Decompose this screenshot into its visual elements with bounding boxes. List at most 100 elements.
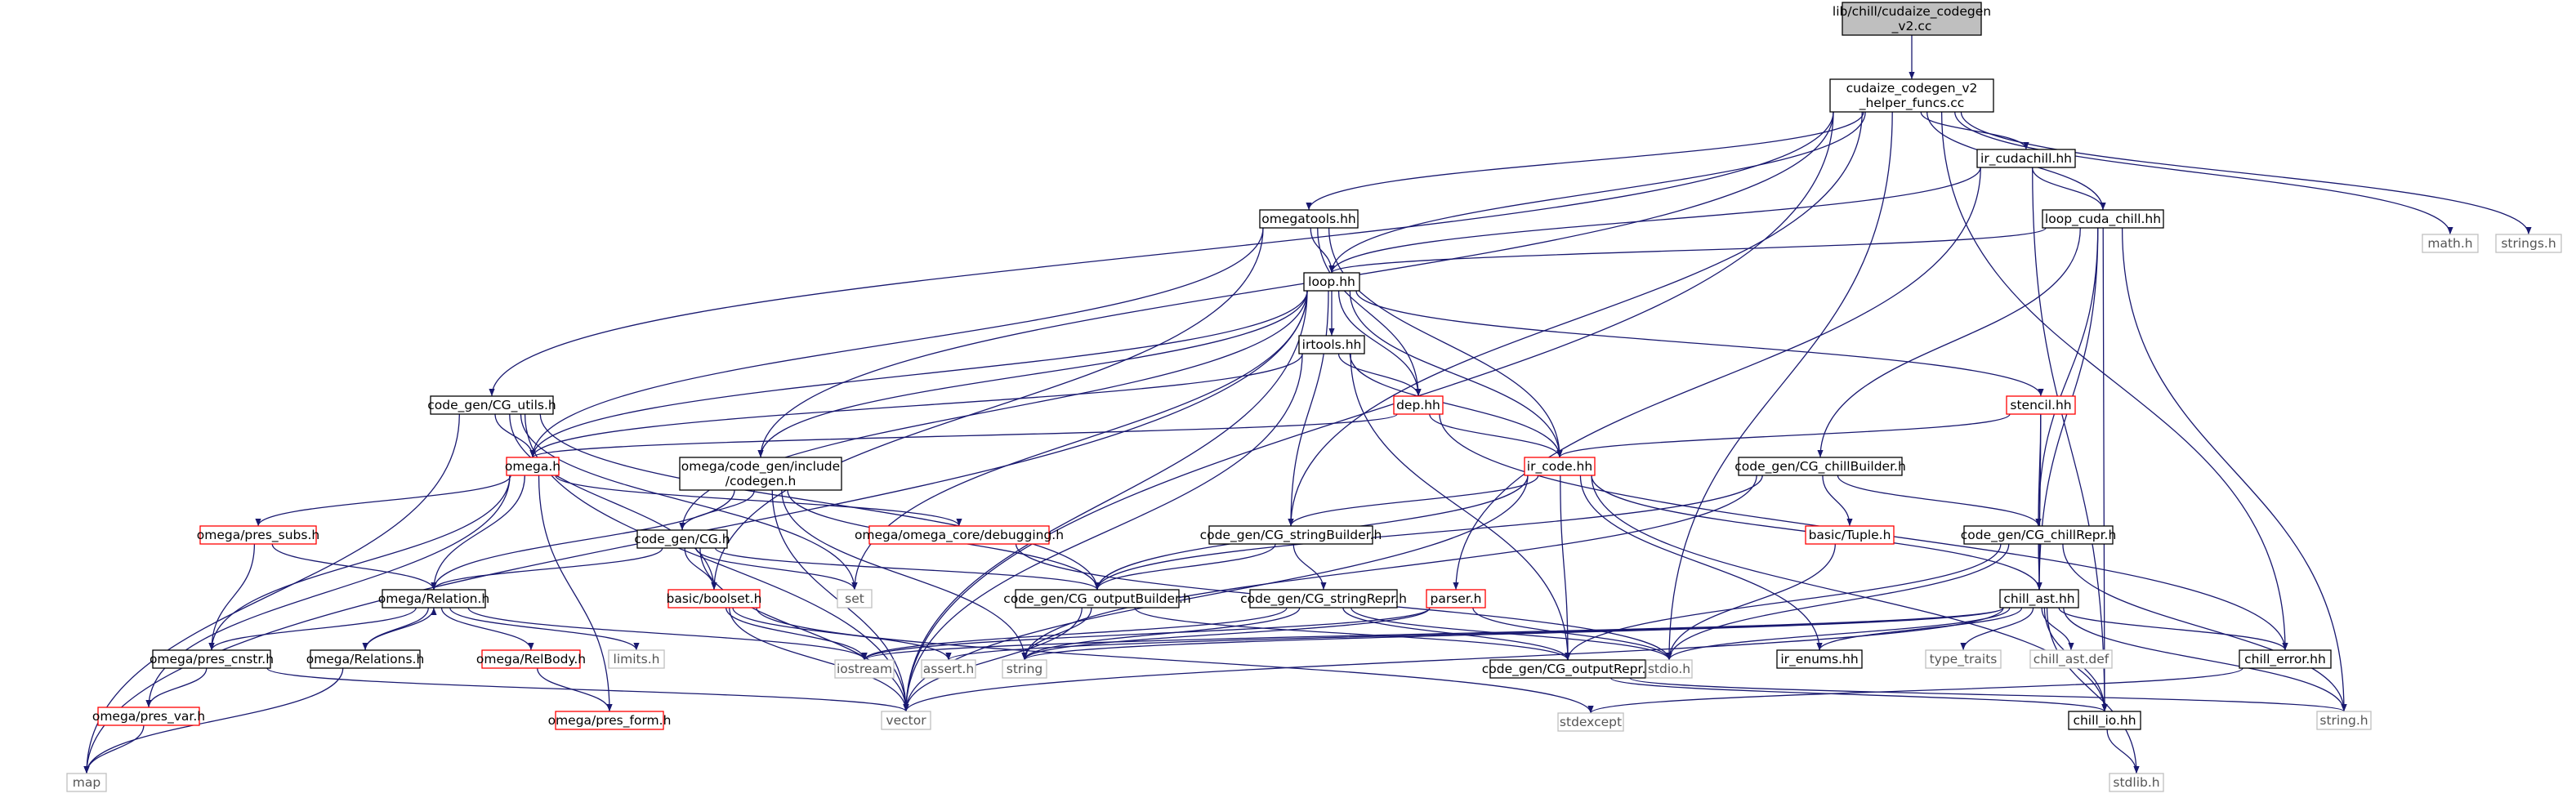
edge-cg_h-to-cg_outputbuilder bbox=[714, 547, 1100, 591]
edge-irtools-to-vector bbox=[903, 353, 1303, 712]
node-label-irtools: irtools.hh bbox=[1302, 337, 1362, 352]
edge-relation-to-pres_cnstr bbox=[208, 607, 417, 651]
node-stencil[interactable]: stencil.hh bbox=[2006, 395, 2076, 415]
edge-loop-to-cg_stringbuilder bbox=[1288, 290, 1329, 527]
node-cg_utils[interactable]: code_gen/CG_utils.h bbox=[427, 395, 556, 415]
edge-cg_outputbuilder-to-string bbox=[1021, 607, 1092, 661]
node-cg_chillbuilder[interactable]: code_gen/CG_chillBuilder.h bbox=[1734, 457, 1906, 476]
node-loop_cuda[interactable]: loop_cuda_chill.hh bbox=[2042, 209, 2164, 229]
node-box-cg_stringrepr bbox=[1249, 589, 1398, 609]
edge-loop-to-dep bbox=[1337, 290, 1422, 397]
edge-cg_outputrepr-to-string_h bbox=[1629, 677, 2347, 712]
node-omega[interactable]: omega.h bbox=[505, 457, 560, 476]
node-label-omegatools: omegatools.hh bbox=[1261, 212, 1355, 226]
node-ir_code[interactable]: ir_code.hh bbox=[1524, 457, 1596, 476]
edge-cg_h-to-set bbox=[695, 547, 858, 591]
edge-cg_outputbuilder-to-vector bbox=[903, 607, 1083, 712]
node-cg_outputrepr[interactable]: code_gen/CG_outputRepr.h bbox=[1482, 659, 1654, 679]
node-label-string_h: string.h bbox=[2319, 713, 2368, 728]
node-helper[interactable]: cudaize_codegen_v2_helper_funcs.cc bbox=[1829, 78, 1994, 113]
node-box-chill_error bbox=[2239, 649, 2332, 669]
node-irtools[interactable]: irtools.hh bbox=[1298, 335, 1365, 354]
edge-omega-to-debugging bbox=[555, 475, 962, 527]
node-label-codegen-line2: /codegen.h bbox=[725, 474, 797, 488]
node-box-irtools bbox=[1298, 335, 1365, 354]
edge-cg_h-to-boolset bbox=[684, 547, 717, 591]
node-string: string bbox=[1002, 659, 1047, 679]
edge-relations-to-map bbox=[83, 667, 344, 774]
node-cg_stringrepr[interactable]: code_gen/CG_stringRepr.h bbox=[1240, 589, 1407, 609]
node-chill_ast[interactable]: chill_ast.hh bbox=[1999, 589, 2079, 609]
node-relation[interactable]: omega/Relation.h bbox=[378, 589, 490, 609]
edge-omegatools-to-omega bbox=[529, 227, 1264, 458]
node-relations[interactable]: omega/Relations.h bbox=[306, 649, 425, 669]
node-label-chill_error: chill_error.hh bbox=[2244, 652, 2326, 667]
edge-cg_stringrepr-to-iostream bbox=[861, 607, 1288, 661]
node-codegen[interactable]: omega/code_gen/include/codegen.h bbox=[679, 457, 842, 491]
node-label-helper-line2: _helper_funcs.cc bbox=[1859, 96, 1965, 111]
edge-helper-to-cg_stringbuilder bbox=[1288, 111, 1863, 527]
node-box-root bbox=[1842, 2, 1982, 36]
edge-cg_h-to-relation bbox=[431, 547, 663, 591]
node-limits: limits.h bbox=[608, 649, 665, 669]
edge-omegatools-to-boolset bbox=[711, 227, 1264, 591]
edge-stencil-to-chill_ast bbox=[2036, 413, 2042, 591]
node-label-type_traits: type_traits bbox=[1930, 652, 1998, 667]
node-chill_ast_def: chill_ast.def bbox=[2029, 649, 2113, 669]
node-pres_var[interactable]: omega/pres_var.h bbox=[92, 707, 205, 726]
node-strings: strings.h bbox=[2495, 234, 2562, 253]
node-box-string_h bbox=[2316, 711, 2372, 730]
node-label-stdexcept: stdexcept bbox=[1560, 715, 1622, 729]
edge-chill_ast-to-ir_enums bbox=[1816, 607, 2023, 651]
node-debugging[interactable]: omega/omega_core/debugging.h bbox=[855, 525, 1064, 545]
node-box-string bbox=[1002, 659, 1047, 679]
node-string_h: string.h bbox=[2316, 711, 2372, 730]
node-box-stencil bbox=[2006, 395, 2076, 415]
node-box-relations bbox=[310, 649, 421, 669]
node-basic_tuple[interactable]: basic/Tuple.h bbox=[1805, 525, 1895, 545]
node-box-stdlib bbox=[2109, 773, 2164, 792]
edge-ir_cudachill-to-loop_cuda bbox=[2031, 167, 2106, 211]
node-box-cg_chillrepr bbox=[1963, 525, 2114, 545]
node-box-boolset bbox=[667, 589, 761, 609]
node-dep[interactable]: dep.hh bbox=[1393, 395, 1444, 415]
node-parser[interactable]: parser.h bbox=[1426, 589, 1486, 609]
node-cg_stringbuilder[interactable]: code_gen/CG_stringBuilder.h bbox=[1200, 525, 1382, 545]
edge-helper-to-omegatools bbox=[1306, 111, 1864, 211]
node-box-helper bbox=[1829, 78, 1994, 113]
node-chill_error[interactable]: chill_error.hh bbox=[2239, 649, 2332, 669]
node-cg_h[interactable]: code_gen/CG.h bbox=[634, 529, 730, 549]
edge-chill_ast-to-assert bbox=[945, 607, 2004, 661]
node-cg_outputbuilder[interactable]: code_gen/CG_outputBuilder.h bbox=[1003, 589, 1191, 609]
edge-cg_chillbuilder-to-basic_tuple bbox=[1822, 475, 1853, 527]
node-pres_cnstr[interactable]: omega/pres_cnstr.h bbox=[150, 649, 274, 669]
node-box-map bbox=[66, 773, 107, 792]
node-boolset[interactable]: basic/boolset.h bbox=[666, 589, 762, 609]
edge-codegen-to-cg_h bbox=[679, 489, 755, 531]
node-loop[interactable]: loop.hh bbox=[1303, 272, 1360, 292]
node-label-loop_cuda: loop_cuda_chill.hh bbox=[2045, 212, 2161, 227]
edge-chill_ast-to-stdlib bbox=[2046, 607, 2140, 774]
node-box-ir_cudachill bbox=[1976, 149, 2076, 168]
node-root[interactable]: lib/chill/cudaize_codegen_v2.cc bbox=[1833, 2, 1991, 36]
node-cg_chillrepr[interactable]: code_gen/CG_chillRepr.h bbox=[1961, 525, 2117, 545]
node-omegatools[interactable]: omegatools.hh bbox=[1259, 209, 1359, 229]
edge-relation-to-iostream bbox=[467, 607, 868, 661]
edges-layer bbox=[83, 35, 2532, 774]
edge-loop_cuda-to-string_h bbox=[2121, 227, 2347, 712]
edge-cg_stringbuilder-to-cg_outputbuilder bbox=[1094, 543, 1276, 591]
node-label-cg_stringbuilder: code_gen/CG_stringBuilder.h bbox=[1200, 528, 1382, 543]
node-label-ir_cudachill: ir_cudachill.hh bbox=[1980, 151, 2072, 167]
node-pres_subs[interactable]: omega/pres_subs.h bbox=[197, 525, 319, 545]
edge-chill_ast-to-type_traits bbox=[1960, 607, 2034, 651]
node-label-cg_utils: code_gen/CG_utils.h bbox=[427, 398, 556, 413]
edge-cg_chillrepr-to-cg_outputrepr bbox=[1565, 543, 2002, 661]
node-box-basic_tuple bbox=[1805, 525, 1895, 545]
edge-helper-to-math bbox=[1954, 111, 2453, 235]
node-ir_cudachill[interactable]: ir_cudachill.hh bbox=[1976, 149, 2076, 168]
node-chill_io[interactable]: chill_io.hh bbox=[2068, 711, 2141, 730]
node-relbody[interactable]: omega/RelBody.h bbox=[476, 649, 586, 669]
node-pres_form[interactable]: omega/pres_form.h bbox=[548, 711, 672, 730]
edge-pres_subs-to-pres_cnstr bbox=[208, 543, 256, 651]
node-ir_enums[interactable]: ir_enums.hh bbox=[1776, 649, 1863, 669]
